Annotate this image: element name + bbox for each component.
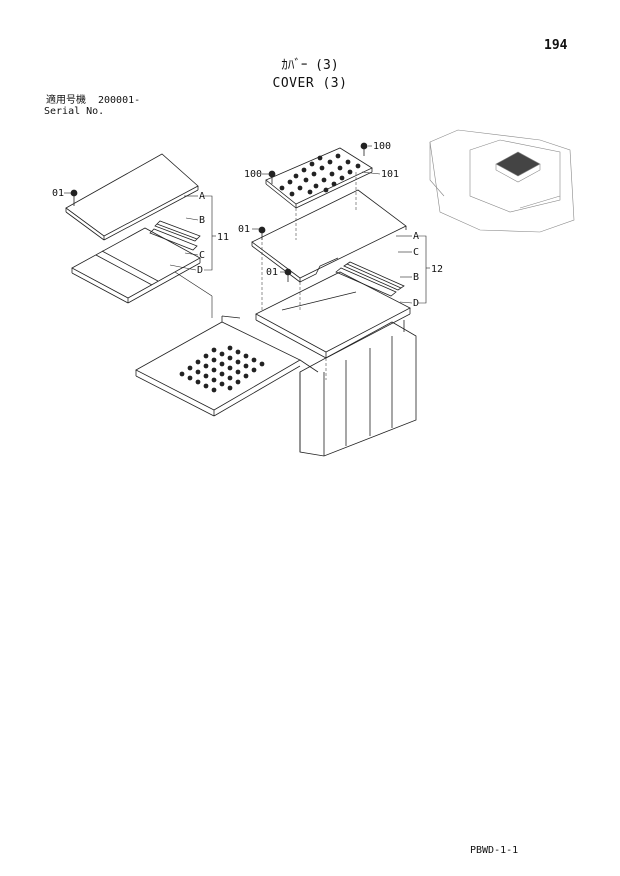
label-right-b: B <box>413 272 419 283</box>
label-right-101: 101 <box>381 169 399 180</box>
right-strip-b <box>343 261 405 291</box>
right-panel-d <box>255 271 411 353</box>
right-cover-assembly <box>251 142 417 457</box>
right-plate-perforations <box>279 153 361 197</box>
left-strip-c <box>149 228 198 251</box>
right-support-frame <box>299 321 417 457</box>
machine-context-sketch <box>429 129 575 233</box>
footer-code: PBWD-1-1 <box>470 845 519 856</box>
right-cover-a <box>251 189 407 279</box>
left-strip-b <box>154 220 201 242</box>
left-floor-frame <box>135 321 301 411</box>
serial-label-english: Serial No. <box>44 106 105 117</box>
label-right-100-top: 100 <box>373 141 391 152</box>
serial-label-japanese: 適用号機 <box>46 95 86 106</box>
label-left-b: B <box>199 215 205 226</box>
label-right-d: D <box>413 298 419 309</box>
serial-number-value: 200001- <box>98 95 141 106</box>
left-cover-assembly <box>65 153 319 417</box>
right-bolt-100-top <box>360 142 368 150</box>
right-strip-c <box>335 267 397 297</box>
label-right-12: 12 <box>431 264 443 275</box>
label-right-a: A <box>413 231 419 242</box>
label-right-01b: 01 <box>266 267 278 278</box>
page-title-english: COVER (3) <box>272 76 348 91</box>
label-left-11: 11 <box>217 232 229 243</box>
left-cover-a <box>65 153 199 237</box>
left-panel-d <box>71 227 201 299</box>
left-floor-perforations <box>179 345 265 393</box>
left-bolt-01 <box>70 189 78 197</box>
label-right-01: 01 <box>238 224 250 235</box>
right-bolt-100-left <box>268 170 276 178</box>
label-left-d: D <box>197 265 203 276</box>
right-bolt-01 <box>258 226 266 234</box>
label-right-100-left: 100 <box>244 169 262 180</box>
page-number: 194 <box>544 38 568 53</box>
label-left-a: A <box>199 191 205 202</box>
right-bolt-01b <box>284 268 292 276</box>
label-right-c: C <box>413 247 419 258</box>
page-title-japanese: ｶﾊﾞｰ (3) <box>281 58 339 73</box>
label-left-01: 01 <box>52 188 64 199</box>
label-left-c: C <box>199 250 205 261</box>
